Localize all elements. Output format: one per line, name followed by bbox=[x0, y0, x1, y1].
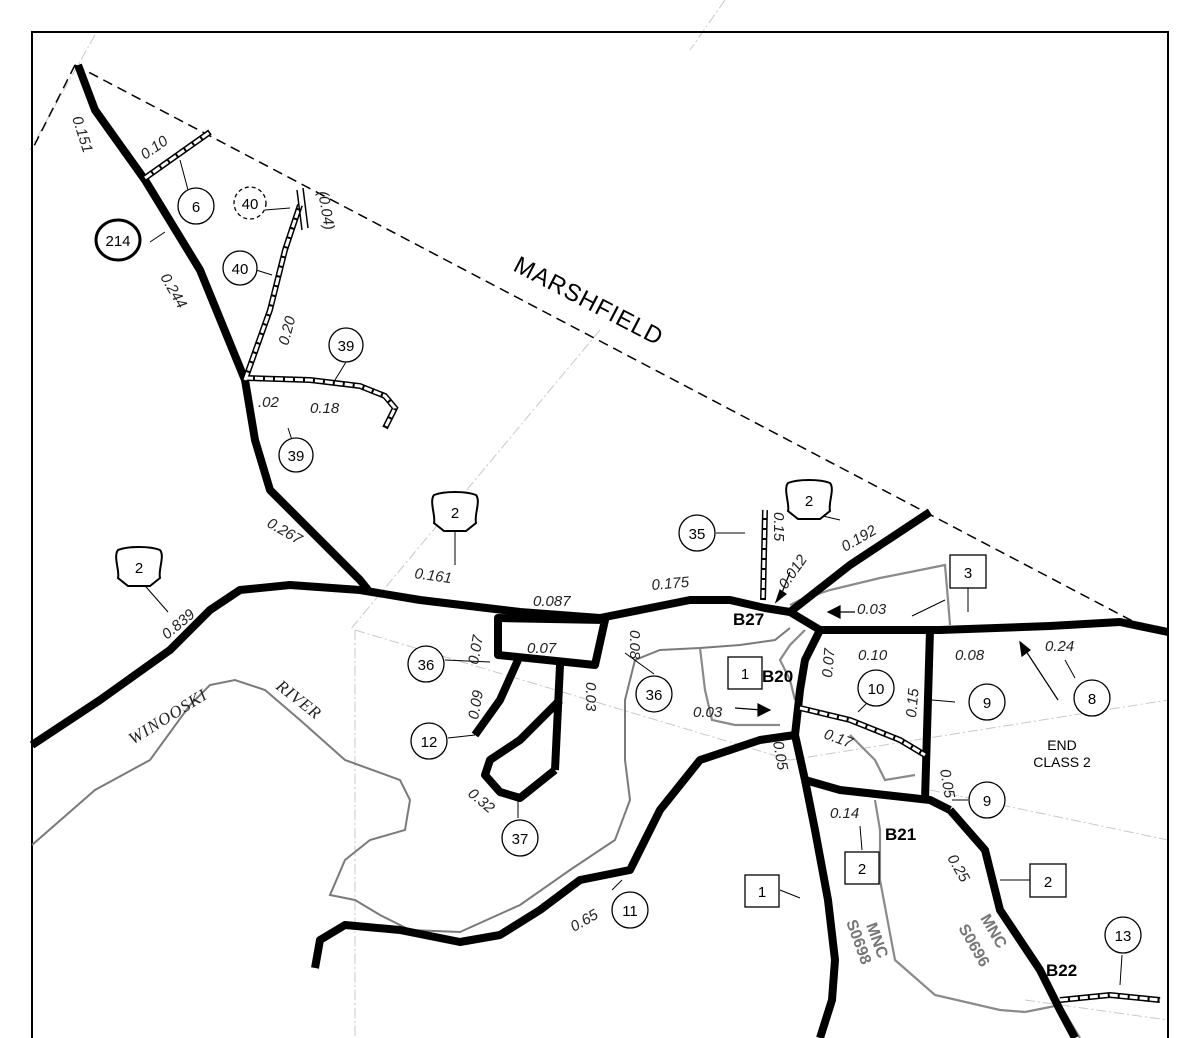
road-11-label: 11 bbox=[622, 903, 638, 920]
length-label: 0.25 bbox=[944, 852, 974, 886]
length-label: 0.18 bbox=[310, 400, 340, 417]
us2-shield-east: 2 bbox=[785, 479, 833, 520]
town-label: MARSHFIELD bbox=[509, 251, 668, 351]
road-13-label: 13 bbox=[1115, 928, 1132, 945]
length-label: 0.10 bbox=[138, 132, 172, 163]
length-label: 0.087 bbox=[533, 593, 571, 610]
length-label: 0.08 bbox=[626, 630, 643, 660]
end-class-label-line2: CLASS 2 bbox=[1033, 754, 1091, 770]
leader-lines bbox=[139, 159, 1123, 986]
length-label: .02 bbox=[258, 394, 280, 411]
town-boundary-line-west bbox=[31, 64, 76, 151]
length-label: 0.012 bbox=[775, 551, 811, 592]
length-label: 0.08 bbox=[955, 647, 985, 664]
road-number-circles bbox=[177, 186, 1142, 954]
class-box-labels: 3 1 2 2 1 bbox=[741, 565, 1052, 901]
length-label: 0.17 bbox=[822, 726, 856, 752]
us2-shield-label: 2 bbox=[805, 493, 813, 510]
length-label: 0.175 bbox=[651, 574, 691, 594]
road-40-label: 40 bbox=[232, 261, 249, 278]
river-label-winooski: WINOOSKI bbox=[125, 685, 211, 749]
length-label: 0.10 bbox=[858, 647, 888, 664]
bridge-b27-label: B27 bbox=[733, 610, 764, 629]
class-1-bottom-label: 1 bbox=[758, 884, 766, 901]
length-label: 0.03 bbox=[582, 682, 599, 712]
town-boundary-line bbox=[74, 64, 1141, 626]
us2-shield-center: 2 bbox=[431, 491, 479, 532]
road-10-label: 10 bbox=[868, 681, 885, 698]
arrows bbox=[734, 571, 1059, 717]
us2-shield-west: 2 bbox=[115, 546, 163, 587]
class-2-mid-label: 2 bbox=[858, 861, 866, 878]
length-label: 0.151 bbox=[68, 114, 96, 155]
road-12-label: 12 bbox=[421, 734, 438, 751]
length-label: 0.20 bbox=[275, 314, 299, 347]
vt214-shield-label: 214 bbox=[105, 233, 130, 250]
us2-shield-label: 2 bbox=[451, 505, 459, 522]
class-1-top-label: 1 bbox=[741, 666, 749, 683]
road-37-label: 37 bbox=[512, 831, 529, 848]
length-label: 0.14 bbox=[830, 805, 859, 822]
road-number-labels: 6 40 40 39 39 35 36 36 12 37 10 9 8 9 11… bbox=[192, 196, 1132, 945]
length-label: 0.15 bbox=[903, 687, 923, 718]
trail-roads bbox=[143, 129, 1161, 1003]
length-label: 0.07 bbox=[819, 647, 839, 678]
map-frame bbox=[31, 31, 1169, 1038]
road-35-label: 35 bbox=[689, 526, 706, 543]
class-2-right-label: 2 bbox=[1044, 874, 1052, 891]
road-9-bottom-label: 9 bbox=[983, 793, 991, 810]
length-label: 0.07 bbox=[527, 640, 557, 657]
us2-shield-label: 2 bbox=[135, 560, 143, 577]
bridge-b22-label: B22 bbox=[1046, 961, 1077, 980]
road-6-label: 6 bbox=[192, 199, 200, 216]
length-label: 0.03 bbox=[857, 601, 887, 618]
class-boxes bbox=[727, 554, 1067, 908]
river-label-river: RIVER bbox=[272, 676, 326, 724]
faint-grid-lines bbox=[29, 0, 1169, 1038]
bridge-b20-label: B20 bbox=[762, 667, 793, 686]
discontinued-road bbox=[296, 187, 309, 231]
length-label: 0.07 bbox=[465, 633, 487, 665]
bridge-b21-label: B21 bbox=[885, 825, 916, 844]
length-label: 0.15 bbox=[770, 512, 787, 542]
road-36-left-label: 36 bbox=[418, 657, 435, 674]
vt214-shield: 214 bbox=[94, 218, 142, 262]
road-39-bottom-label: 39 bbox=[288, 448, 305, 465]
class-3-label: 3 bbox=[964, 565, 972, 582]
length-label: (0.04) bbox=[314, 190, 338, 232]
road-39-top-label: 39 bbox=[338, 338, 355, 355]
length-label: 0.09 bbox=[465, 688, 487, 720]
road-8-label: 8 bbox=[1088, 691, 1096, 708]
gray-roads bbox=[698, 563, 1081, 1038]
length-label: 0.05 bbox=[936, 768, 958, 800]
length-label: 0.244 bbox=[157, 271, 190, 312]
road-9-top-label: 9 bbox=[983, 695, 991, 712]
length-label: 0.161 bbox=[413, 565, 453, 587]
length-label: 0.05 bbox=[769, 740, 791, 772]
road-40-dashed-label: 40 bbox=[242, 196, 259, 213]
major-roads bbox=[29, 63, 1169, 1038]
segment-lengths: 0.151 0.10 0.244 (0.04) 0.20 .02 0.18 0.… bbox=[68, 114, 1074, 935]
end-class-label-line1: END bbox=[1047, 737, 1077, 753]
road-36-right-label: 36 bbox=[646, 687, 663, 704]
length-label: 0.03 bbox=[693, 704, 723, 721]
length-label: 0.24 bbox=[1045, 638, 1074, 655]
length-label: 0.65 bbox=[568, 906, 602, 936]
